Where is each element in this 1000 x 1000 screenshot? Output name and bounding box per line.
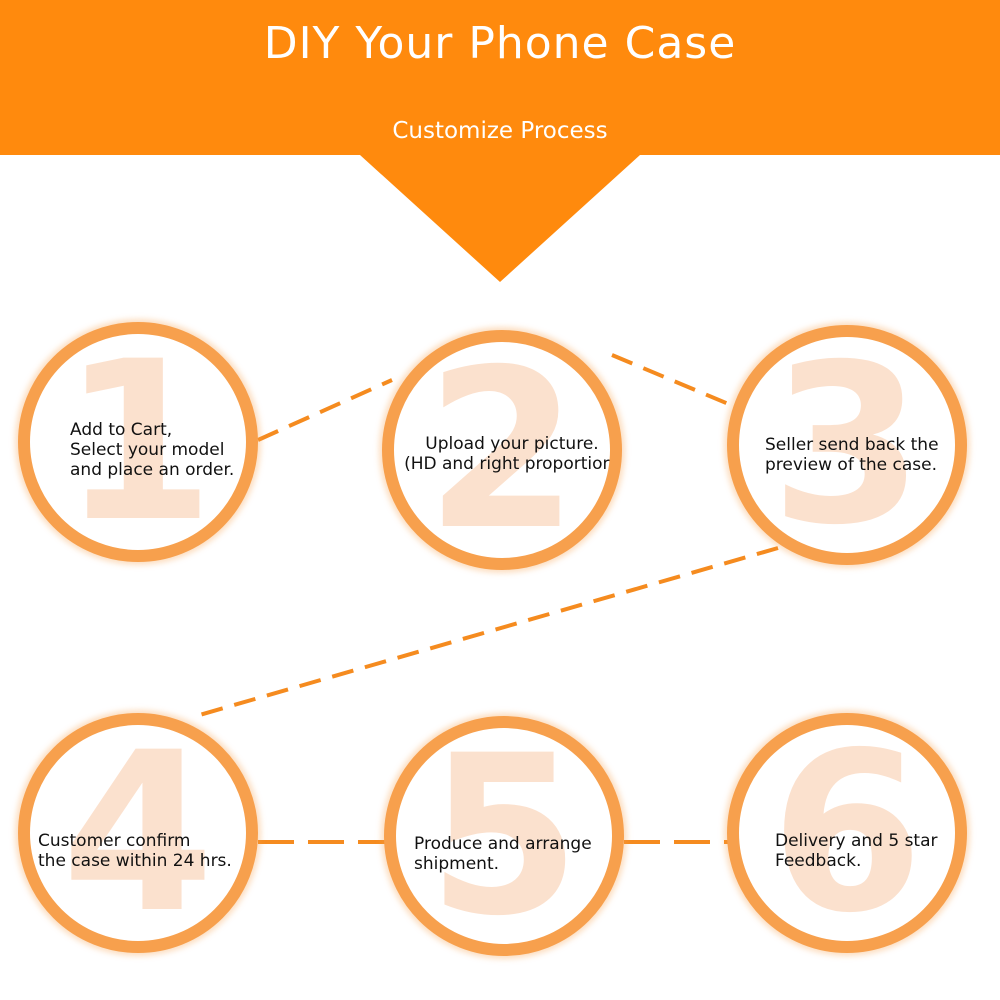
banner-shape [0,0,1000,282]
step-4-circle: 4 Customer confirm the case within 24 hr… [18,713,258,953]
page-subtitle: Customize Process [392,118,608,144]
connector-2-3 [611,353,739,410]
step-2-numeral: 2 [425,330,579,570]
header-banner [0,0,1000,282]
step-2-circle: 2 Upload your picture. (HD and right pro… [382,330,622,570]
step-3-circle: 3 Seller send back the preview of the ca… [727,325,967,565]
step-6-text: Delivery and 5 star Feedback. [775,831,938,871]
step-3-numeral: 3 [770,325,924,565]
step-5-circle: 5 Produce and arrange shipment. [384,716,624,956]
step-1-text: Add to Cart, Select your model and place… [70,420,235,480]
step-2-text: Upload your picture. (HD and right propo… [404,434,620,474]
step-4-numeral: 4 [61,713,215,953]
step-6-numeral: 6 [770,713,924,953]
step-4-text: Customer confirm the case within 24 hrs. [38,831,232,871]
step-6-circle: 6 Delivery and 5 star Feedback. [727,713,967,953]
step-5-numeral: 5 [427,716,581,956]
page-title: DIY Your Phone Case [263,18,737,69]
connector-1-2 [257,378,393,442]
step-1-numeral: 1 [61,322,215,562]
step-5-text: Produce and arrange shipment. [414,834,592,874]
step-3-text: Seller send back the preview of the case… [765,435,939,475]
step-1-circle: 1 Add to Cart, Select your model and pla… [18,322,258,562]
connector-3-4 [195,546,779,718]
